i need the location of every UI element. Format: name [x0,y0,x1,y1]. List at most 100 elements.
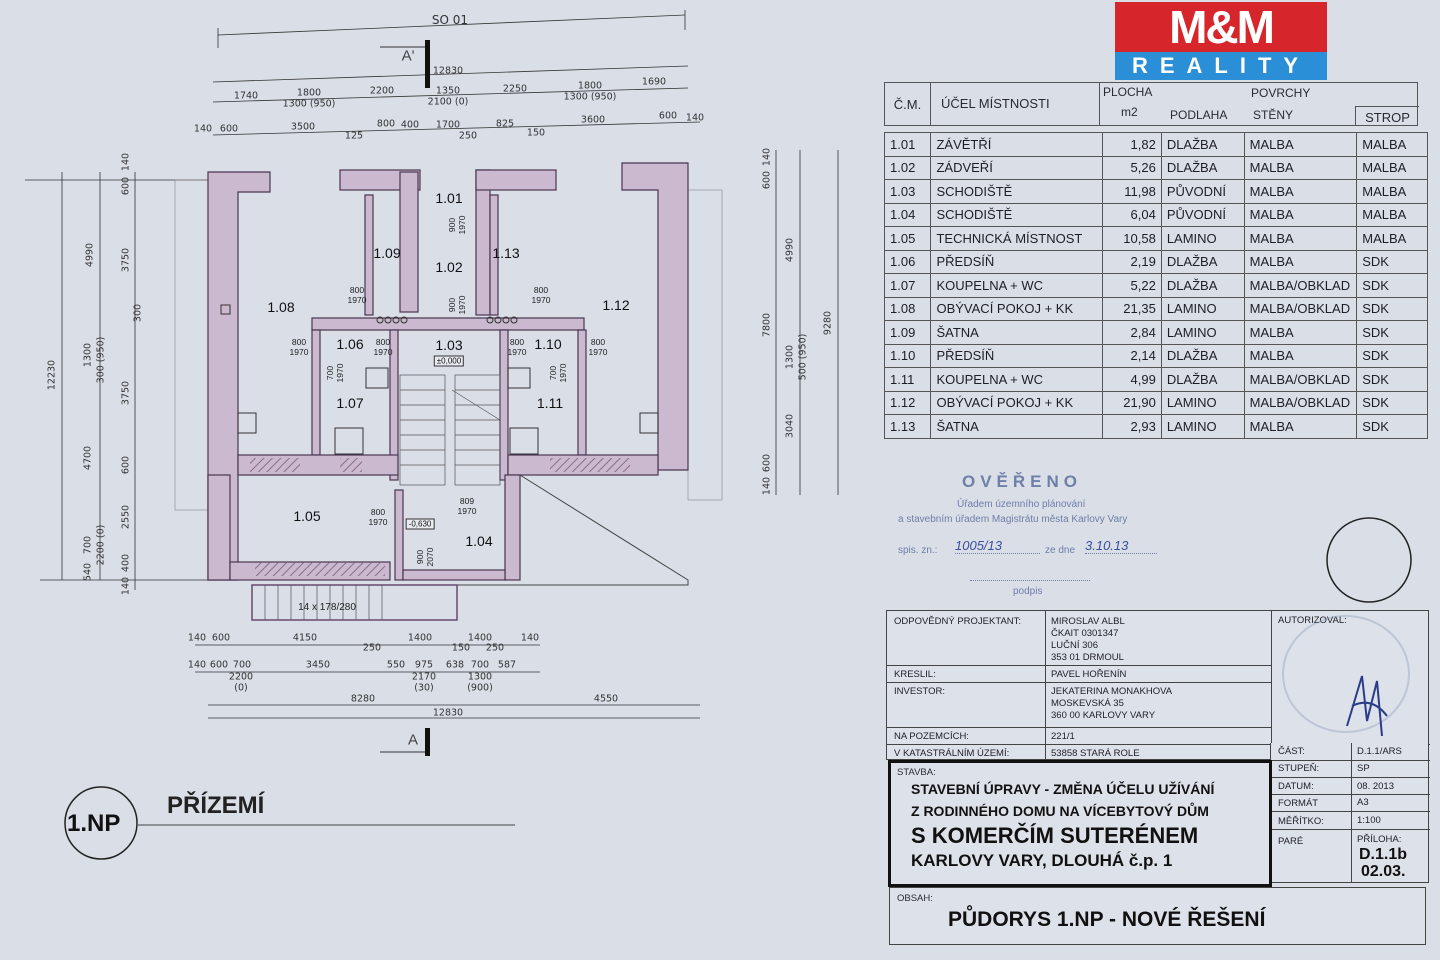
room-label: 1.13 [492,245,520,261]
dim-label: 140 [761,476,773,496]
dim-label: 12830 [432,65,464,77]
cell-cm: 1.13 [883,414,932,439]
header-cm: Č.M. [885,83,931,125]
dim-label: 140 [761,147,773,167]
cell-area: 2,84 [1102,320,1162,345]
cell-cm: 1.06 [883,249,932,274]
plot-value: 221/1 [1051,731,1075,742]
dim-label: 3450 [305,659,331,671]
dim-label: 140 [520,632,540,644]
designer-street: LUČNÍ 306 [1051,640,1098,651]
dim-label: 150 [526,127,546,139]
room-label: 1.12 [602,297,630,313]
cell-floor: LAMINO [1160,414,1245,439]
door-label: 900 2070 [415,547,435,567]
dim-label: 7800 [761,312,773,338]
dim-label: 250 [458,130,478,142]
section-marker: A [407,731,419,749]
building-box: STAVBA: STAVEBNÍ ÚPRAVY - ZMĚNA ÚČELU UŽ… [888,760,1272,887]
content-value: PŮDORYS 1.NP - NOVÉ ŘEŠENÍ [948,908,1266,931]
cell-use: OBÝVACÍ POKOJ + KK [930,390,1104,415]
dim-label: 150 [451,642,471,654]
room-label: 1.02 [435,259,463,275]
level-mark: -0,630 [405,518,435,530]
cell-area: 2,14 [1102,343,1162,368]
dim-label: 1350 [435,85,461,97]
cell-ceiling: SDK [1356,296,1428,321]
cell-area: 6,04 [1102,202,1162,227]
dim-label: 700 [82,535,94,555]
room-table-header: Č.M. ÚČEL MÍSTNOSTI PLOCHA m2 POVRCHY PO… [884,82,1419,126]
dim-label: 600 [761,170,773,190]
dim-label: 3500 [290,121,316,133]
cell-floor: DLAŽBA [1160,343,1245,368]
cadastre-label: V KATASTRÁLNÍM ÚZEMÍ: [894,748,1010,759]
cell-area: 11,98 [1102,179,1162,204]
dim-label: 2170 [411,671,437,683]
cadastre-value: 53858 STARÁ ROLE [1051,748,1140,759]
format-label: FORMÁT [1278,798,1319,809]
dim-label: 140 [187,659,207,671]
dim-label: 1300 [784,344,796,370]
room-label: 1.03 [435,337,463,353]
header-walls: STĚNY [1253,108,1294,122]
dim-label: 2250 [502,83,528,95]
dim-label: (900) [467,682,493,694]
cell-floor: LAMINO [1160,226,1245,251]
drawn-label: KRESLIL: [894,669,936,680]
cell-ceiling: SDK [1356,273,1428,298]
signature-label: podpis [1013,586,1043,597]
room-label: 1.08 [267,299,295,315]
cell-ceiling: SDK [1356,320,1428,345]
cell-ceiling: MALBA [1356,179,1428,204]
building-line1: STAVEBNÍ ÚPRAVY - ZMĚNA ÚČELU UŽÍVÁNÍ [911,781,1215,797]
header-surfaces: POVRCHY [1251,86,1311,100]
cell-use: ZÁVĚTŘÍ [930,132,1104,157]
level-mark: ±0,000 [433,355,465,367]
door-label: 700 1970 [548,363,568,383]
cell-cm: 1.12 [883,390,932,415]
cell-use: KOUPELNA + WC [930,367,1104,392]
date-label: DATUM: [1278,781,1314,792]
title-block: ODPOVĚDNÝ PROJEKTANT: MIROSLAV ALBL ČKAI… [886,610,1430,760]
cell-area: 10,58 [1102,226,1162,251]
part-value: D.1.1/ARS [1357,746,1402,757]
room-label: 1.09 [373,245,401,261]
investor-name: JEKATERINA MONAKHOVA [1051,686,1173,697]
date-label: ze dne [1045,545,1076,556]
dim-label: 600 [761,453,773,473]
door-label: 800 1970 [531,285,551,305]
room-label: 1.05 [293,508,321,524]
cell-use: ŠATNA [930,414,1104,439]
cell-floor: LAMINO [1160,320,1245,345]
floor-plan [25,10,839,860]
dim-label: 600 [120,176,132,196]
cell-walls: MALBA [1243,343,1358,368]
content-label: OBSAH: [897,893,933,904]
level-badge: 1.NP [67,810,121,837]
door-label: 900 1970 [447,215,467,235]
cell-floor: LAMINO [1160,296,1245,321]
stairs-label: 14 x 178/280 [298,602,356,613]
cell-cm: 1.07 [883,273,932,298]
cell-walls: MALBA/OBKLAD [1243,367,1358,392]
dim-label: 140 [187,632,207,644]
dim-label: 300 [132,303,144,323]
header-area: PLOCHA [1103,85,1153,99]
dim-label: 600 [658,110,678,122]
dim-label: 1300 [82,342,94,368]
ref-label: spis. zn.: [898,545,938,556]
cell-walls: MALBA [1243,132,1358,157]
door-label: 800 1970 [368,507,388,527]
date-value: 3.10.13 [1085,538,1157,554]
scale-value: 1:100 [1357,815,1381,826]
dim-label: 1690 [641,76,667,88]
dim-label: 600 [120,455,132,475]
dim-label: 4700 [82,445,94,471]
dim-label: 700 [470,659,490,671]
